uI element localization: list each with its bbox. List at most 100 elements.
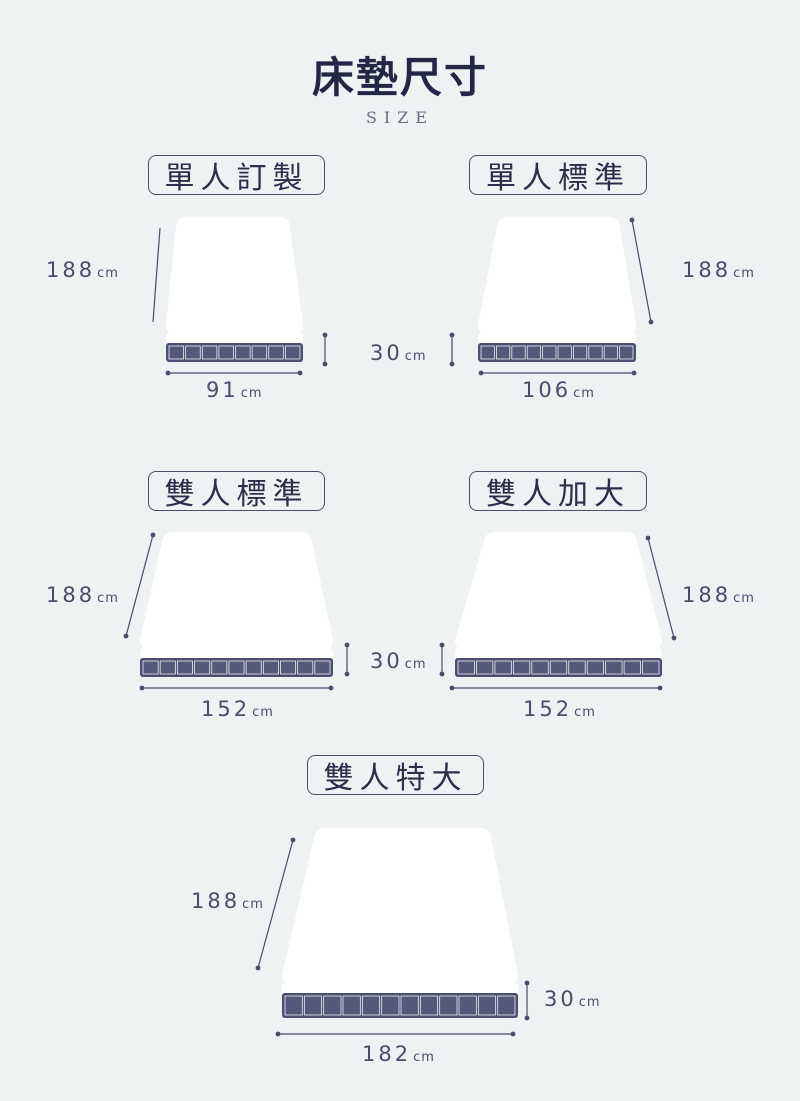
mattress-double-large-cell: [512, 660, 531, 675]
length-line-double-large: [647, 537, 675, 639]
width-line-single-custom-end-a: [165, 370, 171, 376]
height-line-top-left-end-a: [322, 332, 328, 338]
length-line-double-standard-end-a: [150, 532, 156, 538]
mattress-king-cell: [439, 995, 458, 1016]
mattress-king-cell: [458, 995, 477, 1016]
length-line-double-standard-end-b: [123, 633, 129, 639]
mattress-king-cell: [323, 995, 342, 1016]
length-line-single-standard: [631, 219, 652, 323]
mattress-double-large-cell: [642, 660, 660, 675]
mattress-single-standard-cell: [573, 345, 588, 360]
mattress-king-cell: [381, 995, 400, 1016]
mattress-double-standard-cell: [142, 660, 159, 675]
mattress-double-large-top: [455, 532, 662, 650]
width-line-king-end-a: [275, 1031, 281, 1037]
height-line-middle-right-end-a: [439, 642, 445, 648]
mattress-double-large-cell: [605, 660, 623, 675]
mattress-single-standard-top: [478, 217, 636, 335]
width-line-double-standard-end-a: [139, 685, 145, 691]
length-line-double-standard: [125, 534, 154, 637]
mattress-king-rim: [282, 983, 518, 995]
mattress-single-standard-cell: [557, 345, 572, 360]
height-line-top-left-end-b: [322, 361, 328, 367]
size-label-single-standard: 單人標準: [469, 155, 647, 196]
length-line-double-large-end-b: [671, 635, 677, 641]
mattress-double-large-cell: [623, 660, 641, 675]
length-line-king-end-b: [255, 965, 261, 971]
height-line-top-right-end-a: [449, 332, 455, 338]
mattress-double-large-cell: [568, 660, 586, 675]
mattress-double-standard-cell: [211, 660, 228, 675]
mattress-double-standard-cell: [314, 660, 331, 675]
size-label-double-standard: 雙人標準: [148, 471, 325, 512]
mattress-double-large-cell: [457, 660, 475, 675]
mattress-single-custom-cell: [268, 345, 284, 360]
mattress-double-large-cell: [494, 660, 512, 675]
height-line-middle-right-end-b: [439, 671, 445, 677]
mattress-double-large-rim: [455, 648, 662, 660]
mattress-single-custom-cell: [235, 345, 251, 360]
mattress-double-standard-cell: [176, 660, 193, 675]
width-line-double-standard-end-b: [328, 685, 334, 691]
length-line-single-custom: [152, 227, 161, 323]
mattress-king-cell: [497, 995, 516, 1016]
length-line-single-standard-end-a: [629, 217, 635, 223]
width-line-double-large-end-b: [657, 685, 663, 691]
mattress-double-standard-rim: [140, 648, 333, 660]
mattress-single-standard-cell: [511, 345, 526, 360]
mattress-double-standard-cell: [245, 660, 262, 675]
length-line-double-large-end-a: [645, 535, 651, 541]
length-line-single-standard-end-b: [648, 319, 654, 325]
mattress-double-standard-cell: [159, 660, 176, 675]
mattress-single-custom-cell: [251, 345, 268, 360]
mattress-double-large-cell: [549, 660, 568, 675]
mattress-single-standard-cell: [619, 345, 634, 360]
length-line-king-end-a: [290, 837, 296, 843]
height-line-king-end-b: [524, 1015, 530, 1021]
mattress-king-cell: [342, 995, 361, 1016]
mattress-single-custom-cell: [185, 345, 201, 360]
mattress-king-cell: [284, 995, 303, 1016]
mattress-double-standard-cell: [280, 660, 297, 675]
mattress-double-standard-top: [140, 532, 333, 650]
mattress-double-large-cell: [476, 660, 494, 675]
mattress-single-standard-cell: [495, 345, 511, 360]
mattress-double-standard-cell: [262, 660, 279, 675]
page-title: 床墊尺寸: [311, 53, 488, 102]
mattress-king-cell: [400, 995, 419, 1016]
mattress-single-standard-cell: [526, 345, 542, 360]
mattress-single-standard-cell: [480, 345, 495, 360]
mattress-single-standard-cell: [542, 345, 557, 360]
mattress-double-standard-cell: [228, 660, 245, 675]
length-line-king: [257, 839, 294, 969]
height-line-middle-left-end-b: [344, 671, 350, 677]
height-line-king-end-a: [524, 980, 530, 986]
mattress-single-custom-rim: [166, 333, 303, 345]
mattress-single-standard-cell: [603, 345, 619, 360]
height-line-middle-left-end-a: [344, 642, 350, 648]
mattress-single-standard-cell: [588, 345, 603, 360]
mattress-single-custom-cell: [168, 345, 185, 360]
page-subtitle: SIZE: [365, 108, 435, 127]
mattress-king-cell: [303, 995, 323, 1016]
mattress-single-custom-cell: [284, 345, 301, 360]
mattress-double-large-cell: [531, 660, 549, 675]
mattress-king-cell: [419, 995, 439, 1016]
size-label-king: 雙人特大: [307, 755, 484, 796]
height-line-top-right-end-b: [449, 361, 455, 367]
size-label-double-large: 雙人加大: [469, 471, 647, 512]
width-line-single-custom-end-b: [297, 370, 303, 376]
width-line-single-standard-end-b: [631, 370, 637, 376]
mattress-king-cell: [477, 995, 497, 1016]
